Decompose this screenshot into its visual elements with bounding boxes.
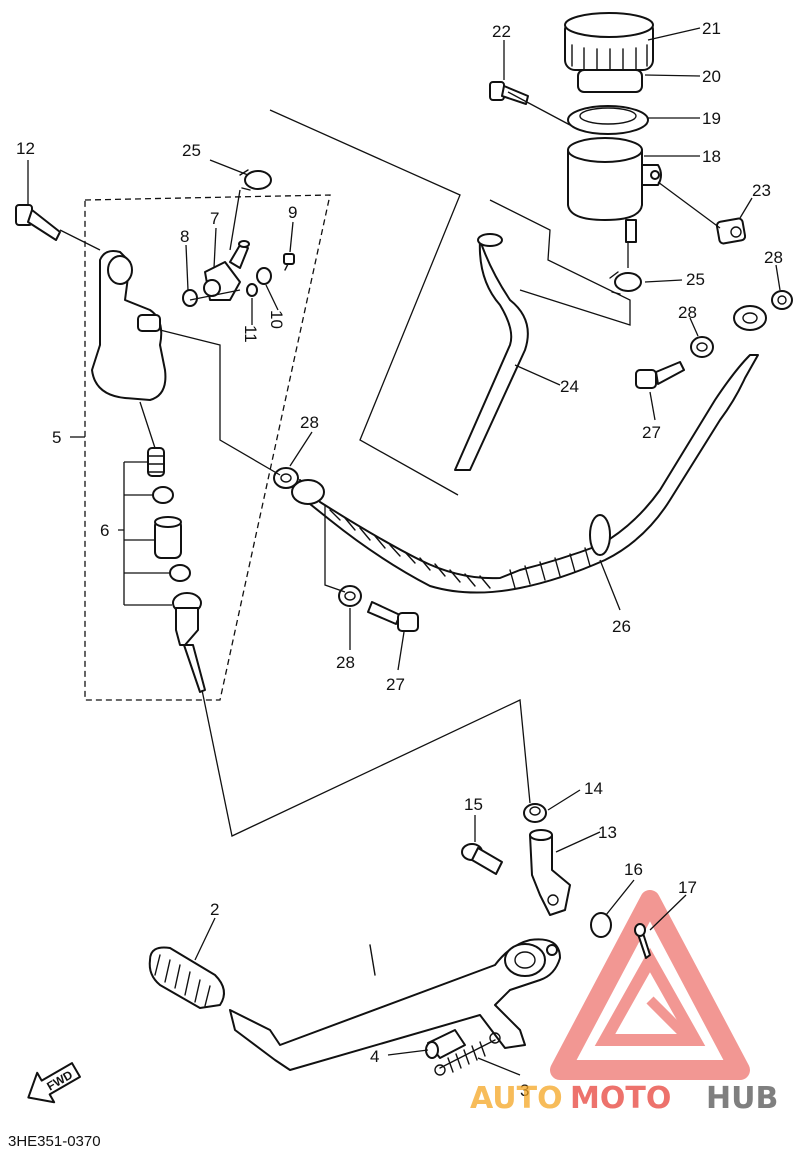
- piston-6: [154, 516, 182, 559]
- label-28-c: 28: [678, 303, 697, 322]
- svg-text:HUB: HUB: [706, 1081, 778, 1116]
- label-19: 19: [702, 109, 721, 128]
- clevis-13: [529, 829, 571, 916]
- washer-28-c: [690, 336, 714, 358]
- diaphragm-19: [567, 105, 649, 135]
- screw-9: [283, 253, 295, 271]
- watermark-logo: [550, 890, 750, 1080]
- reservoir-cap-21: [564, 12, 654, 73]
- washer-28-d: [771, 290, 793, 310]
- spring-6: [147, 447, 165, 477]
- label-8: 8: [180, 227, 189, 246]
- svg-text:AUTO: AUTO: [470, 1081, 563, 1116]
- label-24: 24: [560, 377, 579, 396]
- label-21: 21: [702, 19, 721, 38]
- hose-clip-25-upper: [239, 169, 272, 191]
- label-28-d: 28: [764, 248, 783, 267]
- spring-3: [434, 1032, 501, 1076]
- bolt-12: [15, 204, 61, 241]
- label-23: 23: [752, 181, 771, 200]
- hose-clip-25-lower: [609, 271, 642, 295]
- master-cylinder-assembly-box-5: [84, 194, 331, 701]
- push-rod: [172, 592, 206, 693]
- label-28-b: 28: [336, 653, 355, 672]
- forward-arrow-icon: FWD: [27, 1062, 81, 1104]
- union-7: [203, 240, 250, 301]
- cap-seal-20: [577, 69, 643, 93]
- label-7: 7: [210, 209, 219, 228]
- label-10: 10: [267, 310, 286, 329]
- label-27-lower: 27: [386, 675, 405, 694]
- label-9: 9: [288, 203, 297, 222]
- nut-14: [523, 803, 547, 823]
- label-28-a: 28: [300, 413, 319, 432]
- watermark-text: AUTO MOTO HUB: [470, 1081, 778, 1116]
- label-26: 26: [612, 617, 631, 636]
- reservoir-18: [567, 137, 662, 243]
- union-bolt-27-upper: [635, 361, 685, 389]
- washer-11: [246, 283, 258, 297]
- brake-hose-26: [291, 305, 767, 594]
- brake-pedal: [229, 938, 561, 1071]
- cup-6a: [152, 486, 174, 504]
- label-16: 16: [624, 860, 643, 879]
- label-2: 2: [210, 900, 219, 919]
- label-18: 18: [702, 147, 721, 166]
- pedal-rubber-2: [148, 946, 225, 1009]
- label-3: 3: [520, 1081, 529, 1100]
- oring-8: [182, 289, 198, 307]
- diagram-code: 3HE351-0370: [8, 1133, 101, 1150]
- union-bolt-27-lower: [367, 601, 419, 632]
- master-cylinder-body: [91, 250, 167, 401]
- washer-16: [590, 912, 612, 938]
- washer-28-a: [273, 467, 299, 489]
- label-15: 15: [464, 795, 483, 814]
- svg-text:MOTO: MOTO: [570, 1081, 671, 1116]
- label-27-upper: 27: [642, 423, 661, 442]
- label-25-lower: 25: [686, 270, 705, 289]
- label-25-upper: 25: [182, 141, 201, 160]
- washer-28-b: [338, 585, 362, 607]
- label-13: 13: [598, 823, 617, 842]
- label-12: 12: [16, 139, 35, 158]
- label-22: 22: [492, 22, 511, 41]
- collar-4: [425, 1029, 466, 1059]
- nut-23: [715, 217, 747, 245]
- label-6: 6: [100, 521, 109, 540]
- assembly-lines: [59, 91, 721, 837]
- pin-15: [461, 843, 503, 875]
- cotter-pin-17: [634, 923, 651, 959]
- reservoir-hose-24: [454, 233, 529, 471]
- part-labels: 21 20 19 18 22 23 24 25 25 12 7 8 9 10 1…: [16, 19, 783, 1100]
- label-4: 4: [370, 1047, 379, 1066]
- label-11: 11: [241, 325, 260, 343]
- leader-lines: [27, 27, 781, 1076]
- cup-6b: [169, 564, 191, 582]
- label-5: 5: [52, 428, 61, 447]
- label-17: 17: [678, 878, 697, 897]
- washer-10: [256, 267, 272, 285]
- label-20: 20: [702, 67, 721, 86]
- label-14: 14: [584, 779, 603, 798]
